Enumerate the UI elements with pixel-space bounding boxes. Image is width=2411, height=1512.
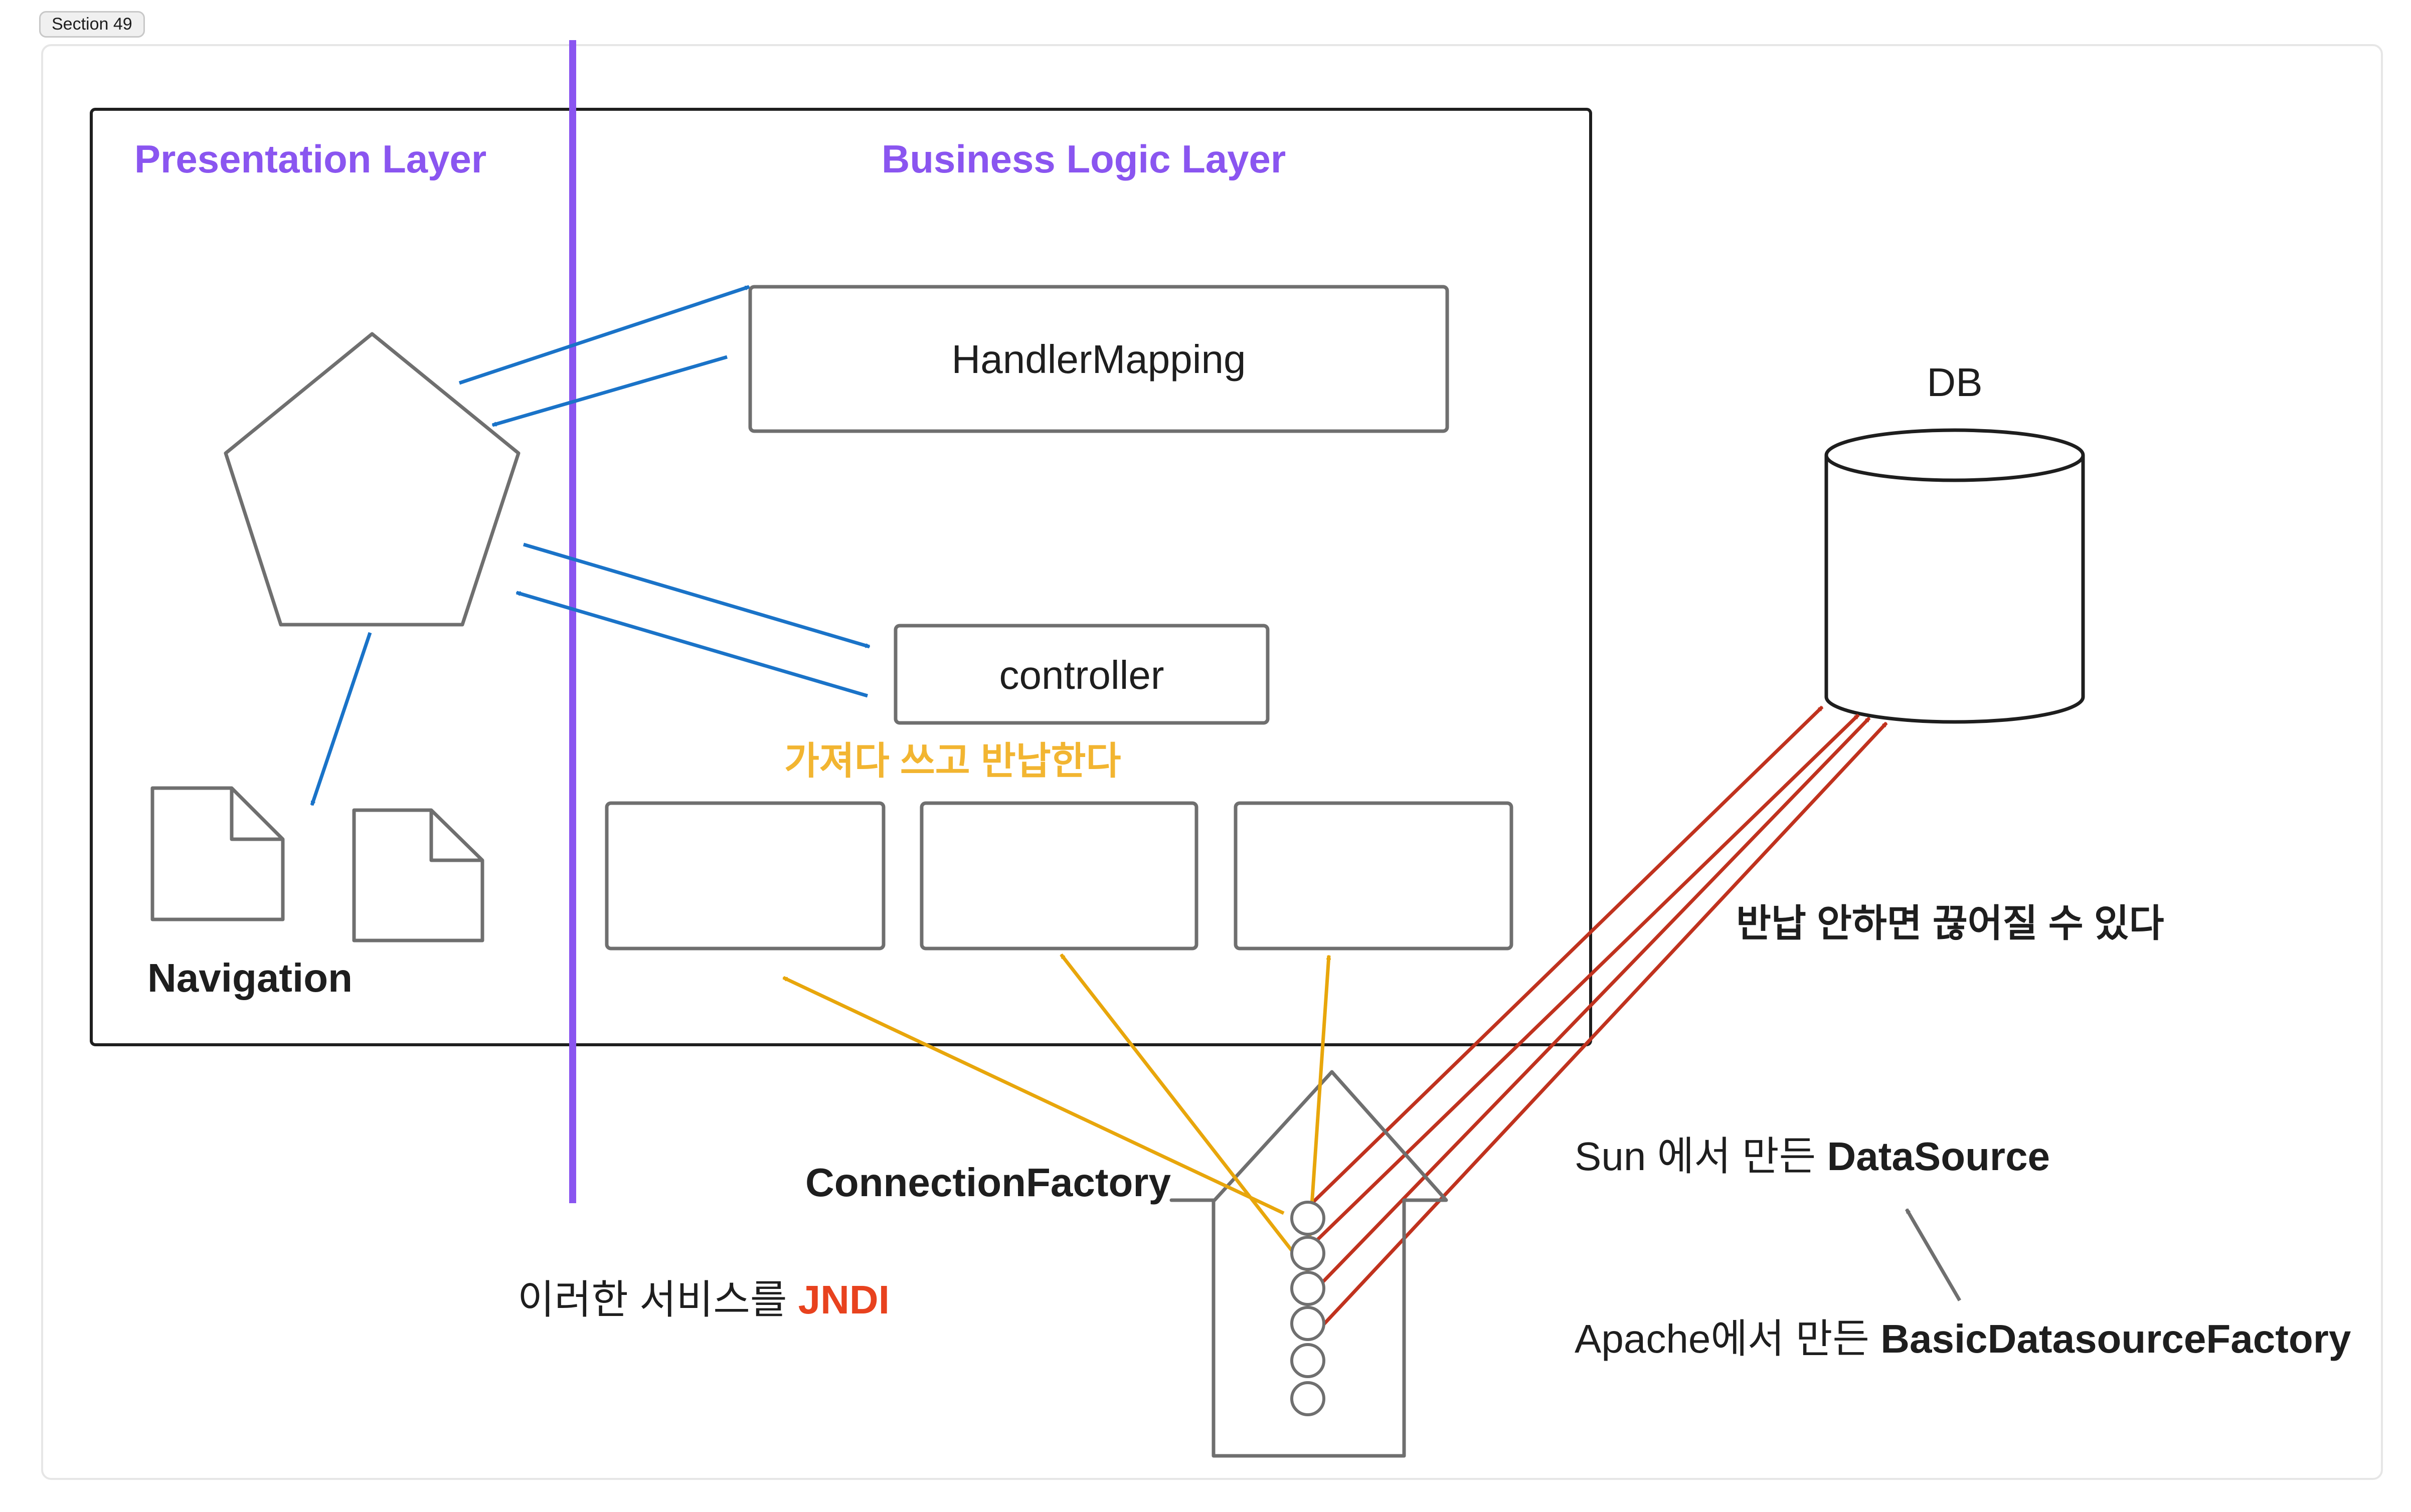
apache-factory-name: BasicDatasourceFactory [1880,1316,2351,1361]
page-1-document-icon [150,786,285,921]
sun-prefix: Sun 에서 만든 [1575,1134,1827,1179]
db-connection-arrow-4 [1318,721,1888,1330]
page-2-document-icon [352,808,484,942]
connection-circle-3 [1290,1271,1325,1306]
arrow-to-navigation [310,632,372,805]
connection-circle-6 [1290,1381,1325,1416]
arrow-from-controller [516,591,868,698]
jndi-prefix: 이러한 서비스를 [518,1277,798,1322]
db-connection-arrow-1 [1304,705,1824,1211]
no-return-warning: 반납 안하면 끊어질 수 있다 [1736,902,2164,945]
business-logic-layer-title: Business Logic Layer [882,137,1286,181]
arrow-to-controller [523,542,870,649]
db-connection-arrow-3 [1307,716,1871,1298]
controller-label: controller [999,653,1164,697]
jndi-name: JNDI [798,1277,890,1322]
dispatcher-pentagon-icon [224,332,521,627]
sun-datasource-name: DataSource [1827,1134,2050,1179]
lend-arrow-2 [1060,953,1303,1265]
handler-mapping-label: HandlerMapping [951,337,1246,382]
navigation-label: Navigation [147,956,353,1000]
db-cylinder-icon [1824,428,2085,724]
db-label: DB [1927,360,1982,405]
arrow-to-handler-mapping [458,285,749,385]
presentation-layer-title: Presentation Layer [134,137,486,181]
apache-to-sun-arrow [1905,1209,1962,1301]
connection-factory-label: ConnectionFactory [805,1160,1171,1205]
borrow-return-note: 가져다 쓰고 반납한다 [784,740,1121,783]
sun-datasource-caption: Sun 에서 만든 DataSource [1575,1134,2050,1179]
arrow-from-handler-mapping [492,355,728,427]
connection-circles [1290,1201,1325,1416]
apache-factory-caption: Apache에서 만든 BasicDatasourceFactory [1575,1316,2351,1361]
pool-connection-3 [1234,801,1513,951]
jndi-caption: 이러한 서비스를 JNDI [518,1277,890,1322]
connection-circle-5 [1290,1343,1325,1378]
server-container [90,108,1592,1046]
handler-mapping-box [748,285,1449,433]
controller-box [894,624,1270,725]
apache-prefix: Apache에서 만든 [1575,1316,1880,1361]
connection-circle-4 [1290,1306,1325,1341]
connection-factory-house-shape [1169,1070,1448,1458]
frame-tag[interactable]: Section 49 [39,11,145,38]
pool-connection-1 [605,801,886,951]
section-frame [41,44,2383,1480]
lend-arrow-1 [783,976,1285,1215]
connection-circle-1 [1290,1201,1325,1236]
connection-circle-2 [1290,1236,1325,1271]
pool-connection-2 [920,801,1198,951]
